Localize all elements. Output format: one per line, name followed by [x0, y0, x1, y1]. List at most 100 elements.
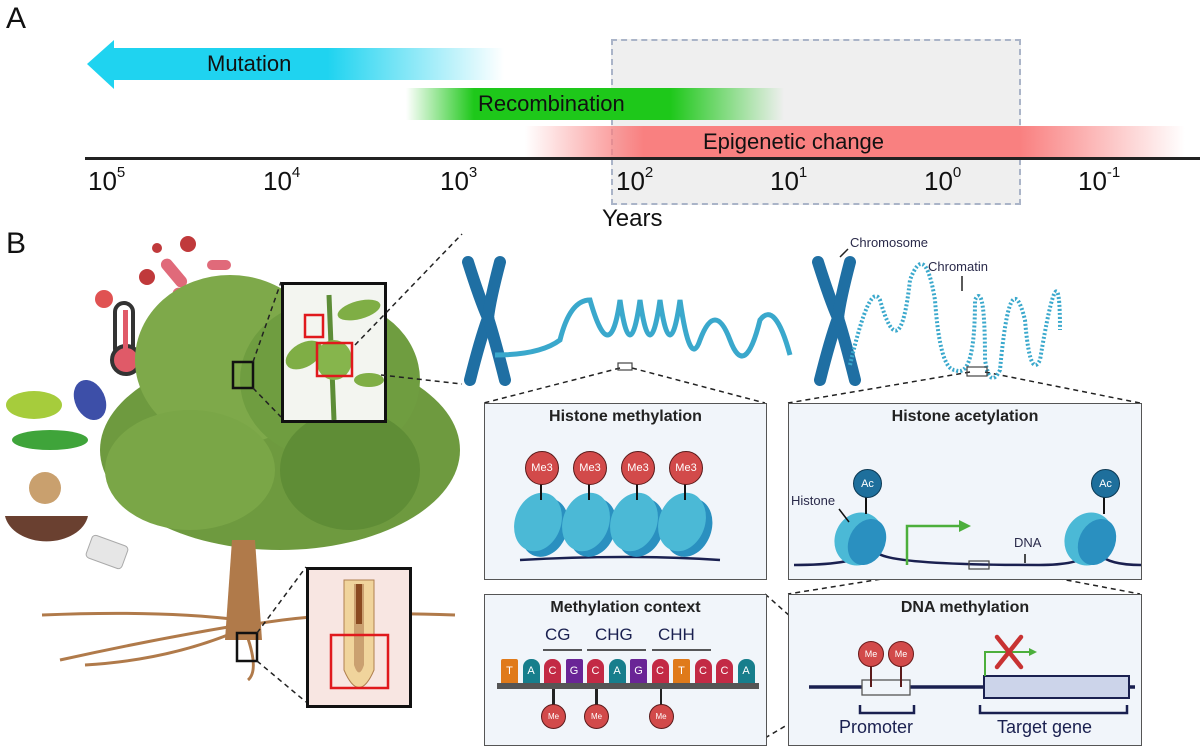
dna-me-mark-2: Me — [888, 641, 914, 667]
axis-label-years: Years — [602, 205, 663, 232]
band-mutation-label: Mutation — [207, 51, 292, 76]
stressor-icons — [5, 236, 231, 542]
nucleotide-A: A — [608, 659, 626, 683]
band-recombination: Recombination — [406, 88, 784, 120]
root-tip-inset — [306, 567, 412, 708]
dna-methylation-diagram — [809, 634, 1135, 715]
context-chh: CHH — [658, 625, 695, 644]
dna-methylation-title: DNA methylation — [900, 599, 1030, 616]
condensed-chromatin — [494, 297, 793, 359]
tick-1e4: 104 — [263, 164, 301, 196]
acetylation-diagram — [793, 496, 1142, 570]
target-gene-bracket — [978, 705, 1129, 715]
tick-1e0: 100 — [924, 164, 962, 196]
chromatin-label: Chromatin — [928, 259, 988, 274]
methylated-nucleosomes — [519, 555, 721, 562]
context-underlines — [497, 649, 759, 689]
promoter-label: Promoter — [839, 717, 914, 737]
panel-b-label: B — [6, 227, 27, 260]
nucleotide-C: C — [694, 659, 712, 683]
dna-label: DNA — [1014, 535, 1042, 550]
nucleotide-C: C — [544, 659, 561, 683]
nucleotide-T: T — [673, 659, 690, 683]
cracked-soil-icon — [5, 516, 88, 542]
blocked-transcription-arrow-icon — [984, 651, 1029, 676]
promoter-bracket — [858, 705, 916, 715]
tick-1e-1: 10-1 — [1078, 164, 1121, 196]
tick-1e5: 105 — [88, 164, 126, 196]
nucleotide-A: A — [737, 659, 755, 683]
aphid-icon — [6, 391, 62, 419]
heat-sun-icon — [95, 290, 113, 308]
thermometer-icon — [110, 301, 142, 376]
histone-methylation-title: Histone methylation — [549, 408, 702, 425]
histone-acetylation-panel: Histone acetylation Ac Ac Histone DNA — [788, 403, 1142, 580]
chromosome-icon-relaxed — [812, 256, 861, 386]
nucleotide-C: C — [651, 659, 669, 683]
panel-a-label: A — [6, 2, 27, 35]
transcription-arrow-icon — [905, 524, 959, 565]
me-mark: Me — [584, 704, 609, 729]
me3-mark: Me3 — [573, 451, 607, 485]
me3-mark: Me3 — [669, 451, 703, 485]
tick-1e3: 103 — [440, 164, 478, 196]
chromosome-label: Chromosome — [850, 235, 929, 250]
relaxed-chromatin — [848, 262, 1062, 380]
leaf-inset — [281, 282, 387, 423]
context-chg: CHG — [595, 625, 633, 644]
nucleotide-G: G — [630, 659, 647, 683]
acetyl-mark-1: Ac — [853, 469, 882, 498]
chromosome-icon-condensed — [462, 256, 511, 386]
me-mark: Me — [541, 704, 566, 729]
methylation-context-title: Methylation context — [550, 599, 701, 616]
highlight-region — [611, 39, 1021, 205]
band-mutation: Mutation — [112, 48, 504, 80]
me-stem — [659, 689, 662, 705]
band-recombination-label: Recombination — [478, 91, 625, 116]
mutation-arrowhead — [87, 40, 114, 89]
nucleotide-C: C — [716, 659, 733, 683]
tree-trunk — [225, 540, 262, 640]
tick-1e1: 101 — [770, 164, 808, 196]
acetyl-mark-2: Ac — [1091, 469, 1120, 498]
nucleotide-A: A — [522, 659, 540, 683]
me3-mark: Me3 — [621, 451, 655, 485]
nucleotide-T: T — [501, 659, 518, 683]
me-stem — [595, 689, 598, 705]
beetle-icon — [73, 379, 107, 421]
drought-sun-icon — [29, 472, 61, 504]
caterpillar-icon — [12, 430, 88, 450]
dna-methylation-panel: DNA methylation Me Me Promoter Target ge… — [788, 594, 1142, 746]
me3-mark: Me3 — [525, 451, 559, 485]
target-gene-label: Target gene — [997, 717, 1093, 737]
band-epigenetic-label: Epigenetic change — [703, 128, 885, 154]
target-gene-box — [983, 675, 1130, 699]
mark-stem — [636, 482, 638, 500]
dna-me-mark-1: Me — [858, 641, 884, 667]
me-mark: Me — [648, 704, 674, 729]
salt-shaker-icon — [85, 534, 129, 570]
me-stem — [552, 689, 555, 705]
nucleotide-C: C — [587, 659, 604, 683]
tick-1e2: 102 — [616, 164, 654, 196]
nucleotide-G: G — [565, 659, 583, 683]
mark-stem — [588, 482, 590, 500]
root-zoom-marker — [235, 631, 259, 663]
time-axis — [85, 157, 1200, 160]
histone-methylation-panel: Histone methylation Me3 Me3 Me3 Me3 — [484, 403, 767, 580]
tree-roots — [41, 611, 456, 682]
mark-stem — [540, 482, 542, 500]
histone-right-icon — [1064, 512, 1117, 566]
virus-icon — [139, 236, 196, 285]
block-x-icon — [994, 634, 1024, 670]
promoter-box — [861, 679, 911, 696]
histone-label: Histone — [791, 493, 836, 508]
context-cg: CG — [545, 625, 571, 644]
histone-acetylation-title: Histone acetylation — [891, 408, 1039, 425]
band-epigenetic: Epigenetic change — [525, 126, 1185, 157]
leaf-zoom-marker — [231, 360, 255, 390]
mark-stem — [684, 482, 686, 500]
histone-left-icon — [834, 512, 887, 566]
